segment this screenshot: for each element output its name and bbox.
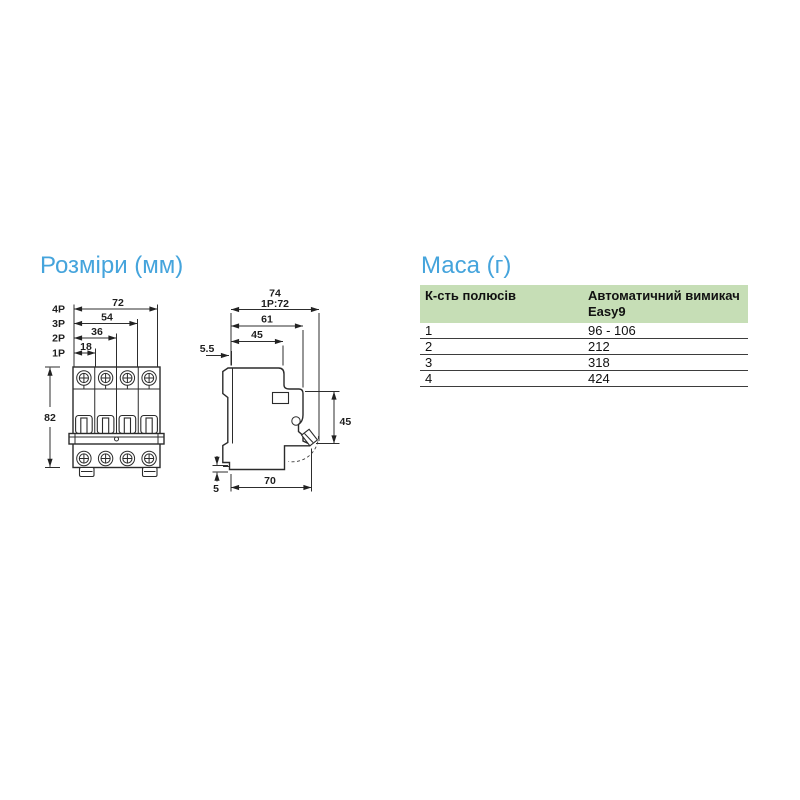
table-row: 3 318	[420, 354, 748, 371]
mass-table-header-row: К-сть полюсів Автоматичний вимикач Easy9	[420, 285, 748, 323]
din-clip-dimension	[206, 351, 232, 366]
dim-74: 74	[269, 288, 281, 300]
toggle-lever	[300, 428, 319, 447]
top-terminal-screws	[76, 370, 157, 389]
poles-count-cell: 2	[420, 338, 583, 355]
dim-36: 36	[91, 326, 103, 338]
dimensions-title: Розміри (мм)	[40, 252, 184, 279]
dim-72: 72	[112, 297, 124, 309]
dim-82: 82	[44, 412, 56, 424]
front-height-dimension	[45, 366, 60, 468]
face-button	[291, 416, 301, 426]
dim-45-height: 45	[340, 416, 352, 428]
bottom-step-dimension	[212, 456, 228, 482]
pole-label-2p: 2P	[52, 333, 65, 345]
pole-label-1p: 1P	[52, 348, 65, 360]
mass-table: К-сть полюсів Автоматичний вимикач Easy9…	[420, 285, 748, 387]
mass-title: Маса (г)	[421, 252, 512, 279]
toggle-handles	[75, 414, 158, 435]
poles-count-cell: 1	[420, 323, 583, 339]
poles-column-header: К-сть полюсів	[420, 285, 583, 323]
breaker-front-body	[68, 366, 165, 478]
pole-label-3p: 3P	[52, 318, 65, 330]
poles-count-cell: 3	[420, 354, 583, 371]
table-row: 2 212	[420, 338, 748, 355]
front-view-drawing: 72 54 36 18 4P 3P 2P 1P 82	[44, 297, 165, 478]
label-window	[271, 391, 290, 405]
breaker-column-header: Автоматичний вимикач Easy9	[583, 285, 748, 323]
poles-count-cell: 4	[420, 370, 583, 387]
side-depth-dimensions	[230, 306, 320, 441]
dim-5: 5	[213, 483, 219, 495]
side-view-drawing: 74 1P:72 61 45 5.5 45 5 70	[200, 288, 352, 496]
pole-label-4p: 4P	[52, 304, 65, 316]
mass-value-cell: 318	[583, 354, 748, 371]
front-width-dimensions	[73, 304, 158, 367]
toggle-tie-bar	[68, 432, 165, 445]
dim-54: 54	[101, 312, 113, 324]
dim-45-depth: 45	[251, 329, 263, 341]
dim-18: 18	[80, 341, 92, 353]
table-row: 1 96 - 106	[420, 323, 748, 339]
bottom-depth-dimension	[230, 448, 312, 492]
mounting-feet	[78, 466, 158, 478]
dim-61: 61	[261, 314, 273, 326]
breaker-side-profile	[222, 367, 319, 471]
table-row: 4 424	[420, 370, 748, 387]
dim-1p72: 1P:72	[261, 298, 289, 310]
mass-value-cell: 212	[583, 338, 748, 355]
mass-value-cell: 96 - 106	[583, 323, 748, 339]
dim-5-5: 5.5	[200, 343, 215, 355]
front-height-45-dimension	[305, 391, 340, 444]
bottom-terminal-screws	[76, 450, 157, 467]
dim-70: 70	[264, 475, 276, 487]
mass-value-cell: 424	[583, 370, 748, 387]
toggle-travel-arc	[288, 435, 319, 463]
